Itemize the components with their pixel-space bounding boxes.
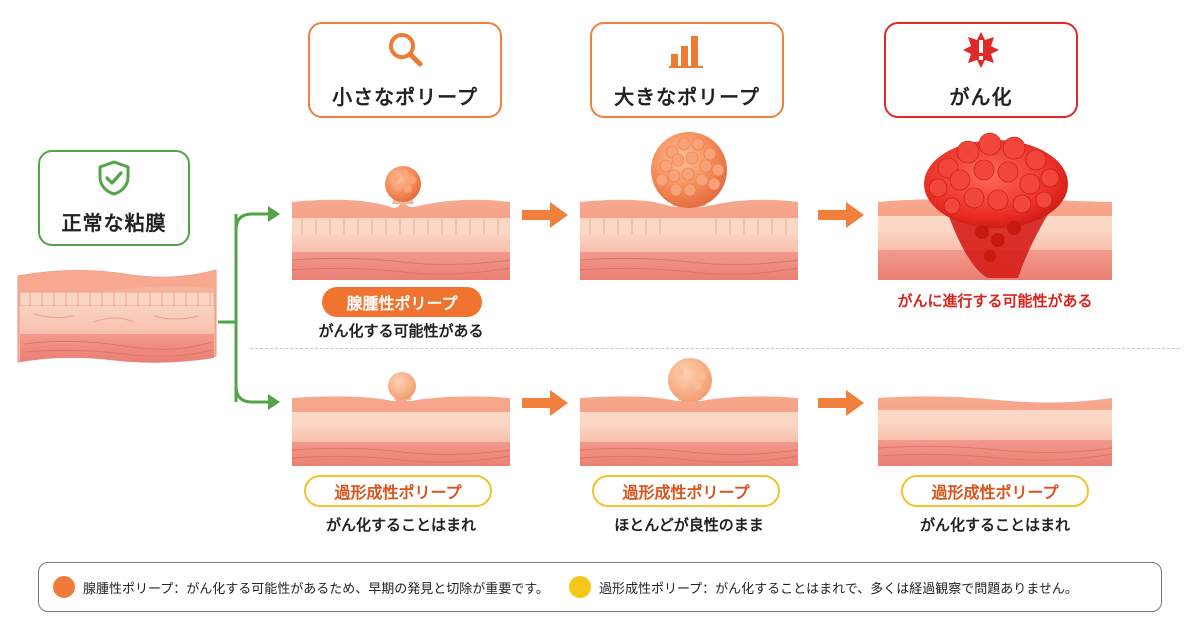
large-polyp-card: 大きなポリープ <box>590 22 784 118</box>
legend-dot-orange <box>53 576 75 598</box>
branch-connector <box>218 206 280 410</box>
small-polyp-card: 小さなポリープ <box>308 22 502 118</box>
hyperplastic-caption-1: がん化することはまれ <box>325 516 476 534</box>
normal-tissue-image <box>17 269 217 363</box>
adenoma-pill: 腺腫性ポリープ <box>322 287 482 317</box>
cancer-caption: がんに進行する可能性がある <box>897 292 1093 310</box>
hyperplastic-pill-1: 過形成性ポリープ <box>304 475 492 507</box>
normal-mucosa-label: 正常な粘膜 <box>61 211 167 235</box>
normal-mucosa-card: 正常な粘膜 <box>38 150 190 246</box>
legend-box: 腺腫性ポリープ： がん化する可能性があるため、早期の発見と切除が重要です。 過形… <box>38 562 1162 612</box>
cancer-card: がん化 <box>884 22 1078 118</box>
hyperplastic-caption-2: ほとんどが良性のまま <box>614 516 764 534</box>
arrow-small-to-large <box>522 202 568 228</box>
arrow-bottom-1 <box>522 390 568 416</box>
large-adenoma-image <box>580 132 798 280</box>
hyperplastic-caption-3: がん化することはまれ <box>919 516 1070 534</box>
small-polyp-label: 小さなポリープ <box>332 85 478 109</box>
legend-text: がん化する可能性があるため、早期の発見と切除が重要です。 <box>186 581 549 597</box>
adenoma-caption: がん化する可能性がある <box>318 322 484 340</box>
small-adenoma-image <box>292 166 510 280</box>
shield-check-icon <box>97 160 131 201</box>
bar-chart-icon <box>667 30 707 75</box>
legend-item-hyperplastic: 過形成性ポリープ： がん化することはまれで、多くは経過観察で問題ありません。 <box>568 576 1078 598</box>
large-polyp-label: 大きなポリープ <box>614 85 760 109</box>
cancer-tissue-image <box>878 132 1112 280</box>
arrow-large-to-cancer <box>818 202 864 228</box>
arrow-bottom-2 <box>818 390 864 416</box>
hyperplastic-pill-2: 過形成性ポリープ <box>592 475 780 507</box>
legend-name: 腺腫性ポリープ： <box>83 581 187 597</box>
cancer-label: がん化 <box>949 85 1013 109</box>
small-hyperplastic-image <box>292 372 510 466</box>
row-divider <box>250 348 1180 349</box>
magnifier-icon <box>385 30 425 75</box>
hyperplastic-pill-3: 過形成性ポリープ <box>901 475 1089 507</box>
legend-item-adenoma: 腺腫性ポリープ： がん化する可能性があるため、早期の発見と切除が重要です。 <box>53 576 549 598</box>
medium-hyperplastic-image <box>580 358 798 466</box>
legend-dot-yellow <box>568 576 591 598</box>
alert-burst-icon <box>961 30 1001 75</box>
legend-name: 過形成性ポリープ： <box>598 581 716 597</box>
flat-hyperplastic-image <box>878 396 1112 466</box>
legend-text: がん化することはまれで、多くは経過観察で問題ありません。 <box>715 581 1078 597</box>
